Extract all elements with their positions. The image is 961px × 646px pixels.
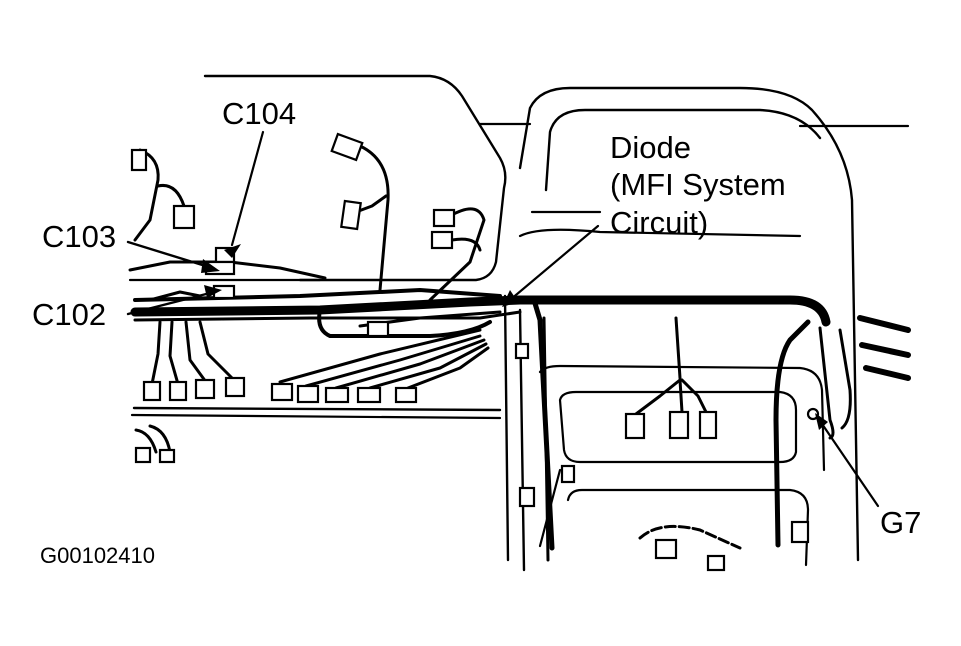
- lower-connector-1: [654, 538, 678, 560]
- connector-upper-5: [172, 204, 196, 230]
- lower-left-pigtails: [134, 320, 246, 464]
- fan-connector-4: [356, 386, 382, 404]
- center-console-housing: [503, 86, 910, 572]
- leader-c102: [126, 290, 216, 316]
- label-diode-line2: (MFI System: [610, 167, 786, 202]
- ground-g7-terminal: [806, 407, 820, 421]
- connector-upper-1: [330, 132, 364, 162]
- callout-leaders: [126, 130, 880, 508]
- cluster-connector-3: [698, 410, 718, 440]
- figure-id: G00102410: [40, 543, 155, 568]
- fan-connector-2: [296, 384, 320, 404]
- arrowhead-g7: [815, 413, 828, 430]
- side-connector-3: [790, 520, 810, 544]
- lower-center-connectors: [270, 328, 530, 404]
- pigtail-connector-5: [134, 446, 152, 464]
- side-connector-2: [560, 464, 576, 484]
- arrowhead-diode: [502, 290, 518, 307]
- label-diode-line1: Diode: [610, 130, 691, 165]
- label-g7: G7: [880, 505, 922, 540]
- leader-g7: [816, 416, 880, 508]
- pigtail-connector-3: [194, 378, 216, 400]
- connector-upper-3: [432, 208, 456, 228]
- connector-upper-6: [130, 148, 148, 172]
- leader-c103: [126, 240, 214, 270]
- arrowhead-c102: [204, 285, 222, 298]
- connector-upper-2: [340, 199, 362, 231]
- connector-center: [366, 320, 390, 338]
- fan-connector-3: [324, 386, 350, 404]
- callout-arrowheads: [201, 244, 828, 430]
- main-harness-trunk: [128, 260, 911, 562]
- arrowhead-c103: [201, 259, 220, 273]
- label-c104: C104: [222, 96, 297, 131]
- side-connector-1: [518, 486, 536, 508]
- lower-connector-2: [706, 554, 726, 572]
- fan-connector-5: [394, 386, 418, 404]
- fan-connector-6: [514, 342, 530, 360]
- arrowhead-c104: [224, 244, 241, 258]
- fan-connector-1: [270, 382, 294, 402]
- connector-upper-4: [430, 230, 454, 250]
- pigtail-connector-1: [142, 380, 162, 402]
- label-c103: C103: [42, 219, 117, 254]
- right-side-connectors: [518, 316, 820, 572]
- label-diode-line3: Circuit): [610, 205, 709, 240]
- pigtail-connector-2: [168, 380, 188, 402]
- dashboard-outline: [128, 74, 532, 420]
- upper-harness-branches: [130, 132, 486, 338]
- label-c102: C102: [32, 297, 107, 332]
- leader-c104: [230, 130, 265, 247]
- cluster-connector-1: [624, 412, 646, 440]
- cluster-connector-2: [668, 410, 690, 440]
- pigtail-connector-6: [158, 448, 176, 464]
- pigtail-connector-4: [224, 376, 246, 398]
- leader-diode: [508, 224, 600, 302]
